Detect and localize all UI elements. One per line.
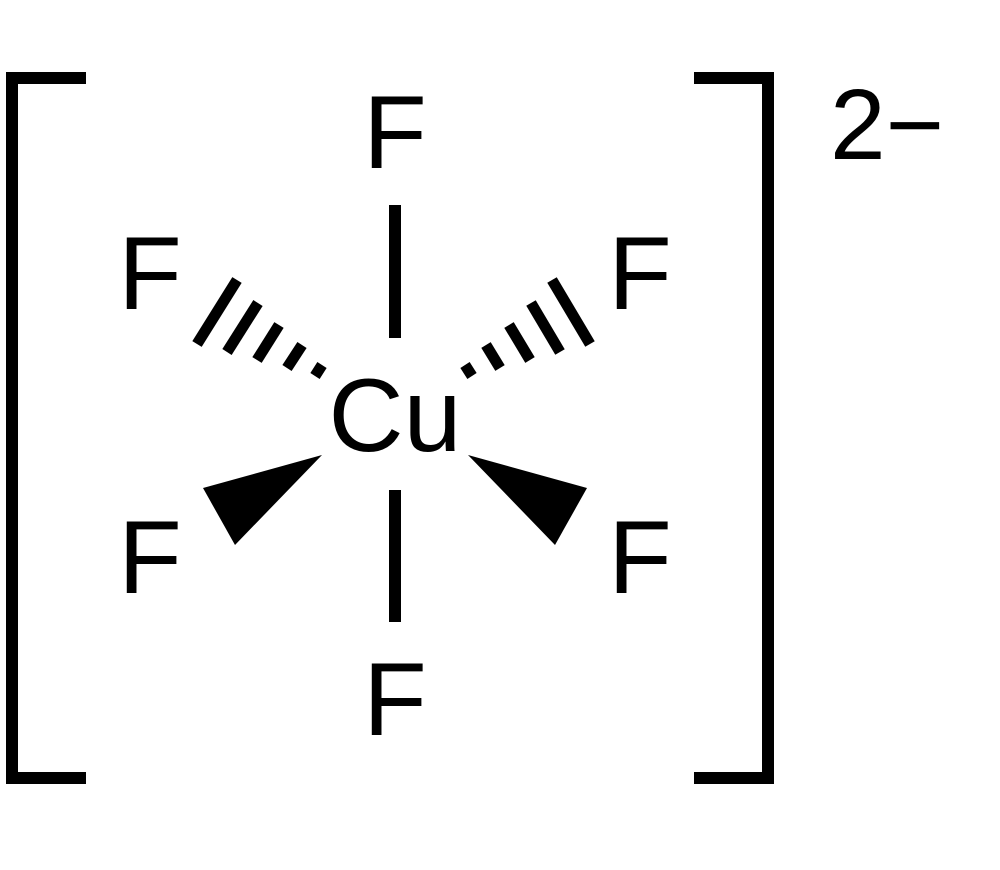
atom-f-lower-left: F [118, 500, 182, 616]
atom-f-upper-right: F [608, 216, 672, 332]
right-bracket [694, 72, 774, 784]
hashed-bond-upper-left [192, 277, 327, 379]
atom-f-lower-right: F [608, 500, 672, 616]
wedge-bond-lower-left [203, 455, 322, 545]
wedge-bond-lower-right [468, 455, 587, 545]
atom-f-top: F [363, 75, 427, 191]
ion-charge: 2− [830, 69, 944, 181]
atom-f-bottom: F [363, 642, 427, 758]
atom-f-upper-left: F [118, 216, 182, 332]
atom-cu-center: Cu [329, 358, 462, 474]
left-bracket [6, 72, 86, 784]
hashed-bond-upper-right [460, 277, 595, 379]
